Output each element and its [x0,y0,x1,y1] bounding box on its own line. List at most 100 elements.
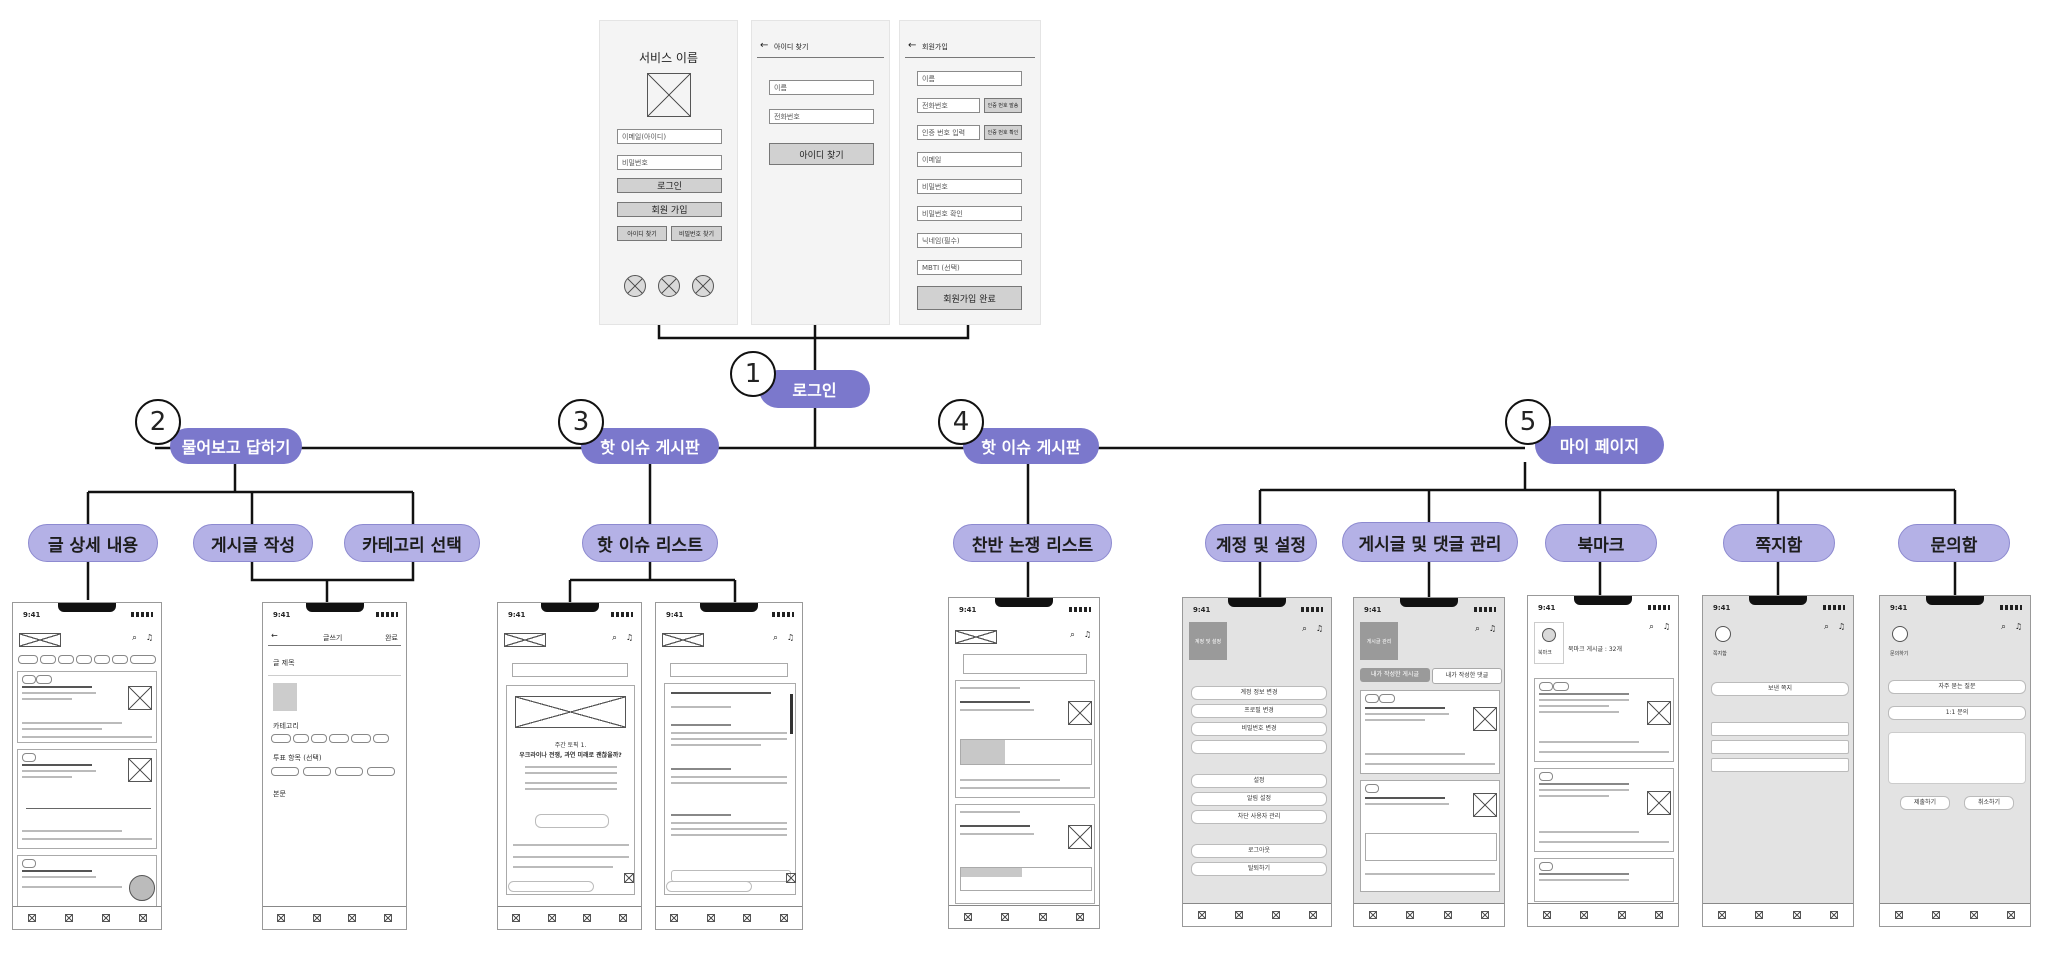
category-chip[interactable] [18,655,38,664]
subnode-hot-issue-list[interactable]: 핫 이슈 리스트 [582,524,718,562]
bell-icon[interactable]: ♫ [145,633,153,642]
tab-icon[interactable] [312,914,321,922]
bell-icon[interactable]: ♫ [1488,624,1496,633]
reference-button[interactable] [535,814,609,828]
back-arrow-icon[interactable]: ← [908,40,917,51]
category-chip[interactable] [373,734,389,743]
category-chip[interactable] [130,655,156,664]
search-icon[interactable]: ⌕ [611,633,617,643]
send-code-button[interactable]: 인증 번호 발송 [984,98,1022,113]
tab-icon[interactable] [101,914,110,922]
tab-icon[interactable] [64,914,73,922]
vote-option[interactable] [303,767,331,776]
bell-icon[interactable]: ♫ [786,633,794,642]
verify-code-button[interactable]: 인증 번호 확인 [984,125,1022,140]
bookmark-post-card[interactable] [1534,858,1674,902]
subnode-category[interactable]: 카테고리 선택 [344,524,480,562]
write-done[interactable]: 완료 [385,634,398,642]
tab-icon[interactable] [27,914,36,922]
tab-icon[interactable] [1076,913,1085,921]
search-icon[interactable]: ⌕ [1823,622,1829,632]
tab-icon[interactable] [1197,911,1206,919]
tab-icon[interactable] [1792,911,1801,919]
tab-icon[interactable] [1001,913,1010,921]
post-card[interactable] [1360,780,1500,892]
tab-icon[interactable] [1481,911,1490,919]
vote-option[interactable] [367,767,395,776]
tab-icon[interactable] [1894,911,1903,919]
tab-icon[interactable] [583,914,592,922]
signup-mbti-input[interactable]: MBTI (선택) [917,260,1022,275]
inquiry-textarea[interactable] [1888,732,2026,784]
node-login[interactable]: 로그인 [759,370,870,408]
social-login-icon[interactable] [692,275,714,297]
tab-icon[interactable] [276,914,285,922]
inquiry-cancel-button[interactable]: 취소하기 [1964,796,2014,810]
back-arrow-icon[interactable]: ← [271,631,278,640]
find-password-button[interactable]: 비밀번호 찾기 [671,226,722,241]
write-fab-icon[interactable] [129,875,155,901]
tab-icon[interactable] [1308,911,1317,919]
find-id-submit-button[interactable]: 아이디 찾기 [769,143,874,165]
search-icon[interactable]: ⌕ [1648,622,1654,632]
signup-email-input[interactable]: 이메일 [917,152,1022,167]
signup-button[interactable]: 회원 가입 [617,202,722,217]
subnode-debate-list[interactable]: 찬반 논쟁 리스트 [953,524,1112,562]
account-menu-item[interactable]: 차단 사용자 관리 [1191,810,1327,824]
subnode-post-comment-manage[interactable]: 게시글 및 댓글 관리 [1342,522,1518,562]
find-id-phone-input[interactable]: 전화번호 [769,109,874,124]
tab-icon[interactable] [1617,911,1626,919]
scrollbar[interactable] [790,694,793,734]
search-icon[interactable]: ⌕ [1474,624,1480,634]
tab-icon[interactable] [1830,911,1839,919]
message-row[interactable] [1711,758,1849,772]
signup-password-confirm-input[interactable]: 비밀번호 확인 [917,206,1022,221]
tab-icon[interactable] [1655,911,1664,919]
weekly-topic-card[interactable]: 주간 토픽 1. 우크라이나 전쟁, 과연 미래로 괜찮을까? [506,685,635,895]
account-menu-item[interactable]: 로그아웃 [1191,844,1327,858]
node-hot-issue-board-1[interactable]: 핫 이슈 게시판 [581,428,719,464]
tab-icon[interactable] [1038,913,1047,921]
find-id-button[interactable]: 아이디 찾기 [617,226,667,241]
tab-icon[interactable] [779,914,788,922]
search-icon[interactable]: ⌕ [1301,624,1307,634]
tab-icon[interactable] [670,914,679,922]
subnode-bookmark[interactable]: 북마크 [1545,524,1657,562]
vote-option[interactable] [271,767,299,776]
tab-icon[interactable] [1368,911,1377,919]
search-icon[interactable]: ⌕ [131,633,137,643]
tab-icon[interactable] [1969,911,1978,919]
account-menu-item[interactable]: 설정 [1191,774,1327,788]
subnode-account-settings[interactable]: 계정 및 설정 [1205,524,1317,562]
signup-complete-button[interactable]: 회원가입 완료 [917,286,1022,310]
node-qna[interactable]: 물어보고 답하기 [170,428,302,464]
find-id-name-input[interactable]: 이름 [769,80,874,95]
back-arrow-icon[interactable]: ← [760,40,769,51]
post-card[interactable] [1360,690,1500,774]
search-icon[interactable]: ⌕ [2000,622,2006,632]
my-inquiry-button[interactable]: 1:1 문의 [1888,706,2026,720]
post-card[interactable] [17,671,157,743]
category-chip[interactable] [311,734,327,743]
tab-icon[interactable] [743,914,752,922]
sent-messages-button[interactable]: 보낸 쪽지 [1711,682,1849,696]
bell-icon[interactable]: ♫ [1837,622,1845,631]
bell-icon[interactable]: ♫ [625,633,633,642]
account-menu-item[interactable]: 프로필 변경 [1191,704,1327,718]
subnode-message-box[interactable]: 쪽지함 [1723,524,1835,562]
tab-icon[interactable] [1406,911,1415,919]
signup-phone-input[interactable]: 전화번호 [917,98,980,113]
signup-name-input[interactable]: 이름 [917,71,1022,86]
next-topic-button[interactable] [508,881,594,892]
post-title-field[interactable]: 글 제목 [273,659,295,667]
account-menu-item[interactable] [1191,740,1327,754]
message-row[interactable] [1711,740,1849,754]
signup-nickname-input[interactable]: 닉네임(필수) [917,233,1022,248]
category-chip[interactable] [329,734,349,743]
next-topic-button[interactable] [666,881,752,892]
bell-icon[interactable]: ♫ [1083,630,1091,639]
category-chip[interactable] [40,655,56,664]
category-chip[interactable] [58,655,74,664]
category-chip[interactable] [293,734,309,743]
category-chip[interactable] [76,655,92,664]
